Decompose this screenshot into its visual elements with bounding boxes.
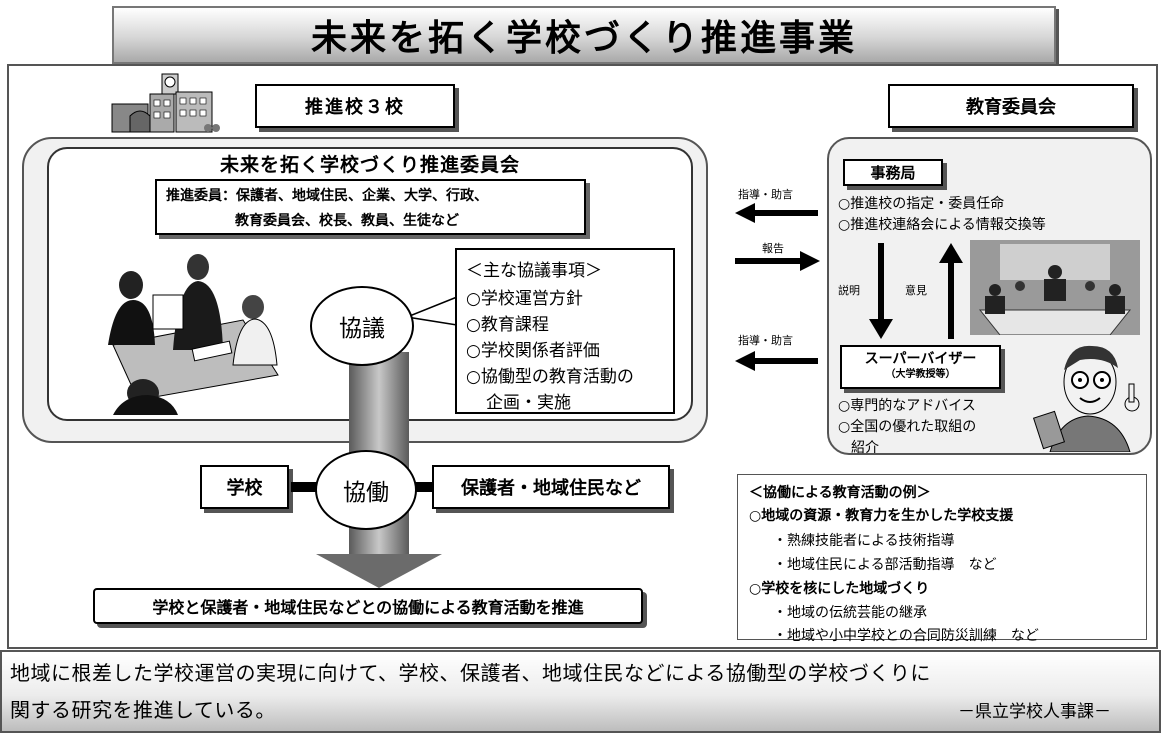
arrow-label-explain: 説明 <box>838 284 860 297</box>
example-item: ・熟練技能者による技術指導 <box>773 533 955 549</box>
supervisor-item: 紹介 <box>851 440 879 456</box>
topic-item: ○教育課程 <box>466 315 549 335</box>
professor-illustration <box>1032 345 1140 452</box>
supervisor-subtitle: （大学教授等） <box>885 369 956 380</box>
example-item: ・地域の伝統芸能の継承 <box>773 605 927 621</box>
topic-item: ○学校運営方針 <box>466 289 583 309</box>
topic-item: ○協働型の教育活動の <box>466 367 634 387</box>
members-line-1: 推進委員：保護者、地域住民、企業、大学、行政、 <box>166 188 488 204</box>
committee-title: 未来を拓く学校づくり推進委員会 <box>219 154 520 176</box>
schools-label: 推進校３校 <box>255 84 455 128</box>
school-box: 学校 <box>200 465 289 509</box>
secretariat-item: ○推進校連絡会による情報交換等 <box>838 217 1046 233</box>
secretariat-label: 事務局 <box>843 159 943 186</box>
arrow-label-guidance-top: 指導・助言 <box>738 188 793 201</box>
school-building-icon <box>111 73 220 133</box>
right-arrow-icon <box>735 251 820 271</box>
examples-box <box>737 474 1147 640</box>
topics-heading: ＜主な協議事項＞ <box>466 261 602 281</box>
secretariat-item: ○推進校の指定・委員任命 <box>838 196 1005 212</box>
topics-bubble <box>455 248 675 414</box>
page-title: 未来を拓く学校づくり推進事業 <box>112 6 1056 64</box>
arrow-label-guidance-bottom: 指導・助言 <box>738 334 793 347</box>
footer-text-line-1: 地域に根差した学校運営の実現に向けて、学校、保護者、地域住民などによる協働型の学… <box>10 661 931 685</box>
example-item: ・地域や小中学校との合同防災訓練 など <box>773 628 1039 644</box>
members-box <box>155 179 586 235</box>
supervisor-item: ○専門的なアドバイス <box>838 398 976 414</box>
board-of-education-label: 教育委員会 <box>888 84 1134 128</box>
example-item: ・地域住民による部活動指導 など <box>773 557 997 573</box>
examples-group-2: ○学校を核にした地域づくり <box>749 581 930 597</box>
supervisor-label: スーパーバイザー （大学教授等） <box>840 345 1001 389</box>
board-meeting-photo <box>970 240 1140 335</box>
connector-bar <box>416 482 433 492</box>
supervisor-item: ○全国の優れた取組の <box>838 419 977 435</box>
examples-heading: ＜協働による教育活動の例＞ <box>749 485 931 501</box>
examples-group-1: ○地域の資源・教育力を生かした学校支援 <box>749 508 1014 524</box>
deliberation-ellipse: 協議 <box>310 286 414 366</box>
collaboration-ellipse: 協働 <box>315 450 417 530</box>
down-arrow-icon <box>869 243 893 339</box>
meeting-photo <box>93 245 283 415</box>
topic-item: ○学校関係者評価 <box>466 341 600 361</box>
goal-box: 学校と保護者・地域住民などとの協働による教育活動を推進 <box>93 588 643 624</box>
members-line-2: 教育委員会、校長、教員、生徒など <box>235 213 459 229</box>
footer-panel <box>0 650 1161 733</box>
footer-source: －県立学校人事課－ <box>958 702 1111 722</box>
arrow-label-opinion: 意見 <box>905 284 927 297</box>
left-arrow-icon <box>735 351 818 371</box>
footer-text-line-2: 関する研究を推進している。 <box>10 698 276 722</box>
down-arrow-head-icon <box>316 554 442 588</box>
partners-box: 保護者・地域住民など <box>432 465 670 509</box>
connector-bar <box>291 482 317 492</box>
up-arrow-icon <box>939 243 963 339</box>
arrow-label-report: 報告 <box>762 242 784 255</box>
topic-item: 企画・実施 <box>486 393 571 413</box>
left-arrow-icon <box>735 203 818 223</box>
supervisor-title: スーパーバイザー <box>864 351 977 367</box>
